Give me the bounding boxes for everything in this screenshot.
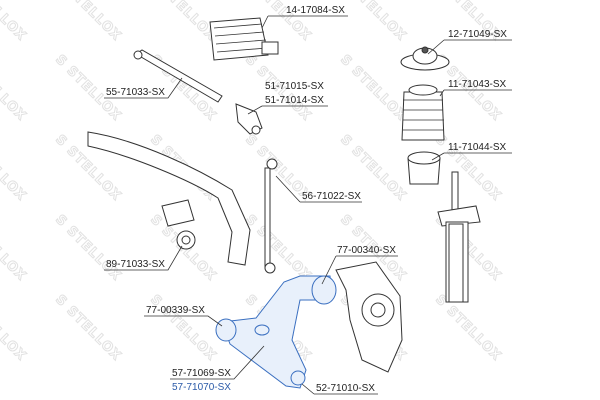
- watermark-text: S STELLOX: [0, 52, 29, 124]
- stabilizer-bushing: [161, 199, 196, 250]
- steering-boot: [209, 17, 279, 61]
- watermark-text: S STELLOX: [0, 0, 29, 44]
- watermark-text: S STELLOX: [337, 0, 409, 44]
- watermark-text: S STELLOX: [147, 292, 219, 364]
- bump-stop: [407, 151, 441, 185]
- label-14-17084: 14-17084-SX: [286, 5, 345, 16]
- label-77-00339: 77-00339-SX: [146, 305, 205, 316]
- label-57-71069: 57-71069-SX: [172, 368, 231, 379]
- watermark-text: S STELLOX: [0, 292, 29, 364]
- strut-mount: [400, 46, 450, 71]
- label-56-71022: 56-71022-SX: [302, 191, 361, 202]
- label-51-71014: 51-71014-SX: [265, 95, 324, 106]
- stabilizer-bar: [87, 131, 251, 266]
- watermark-text: S STELLOX: [147, 0, 219, 44]
- leader-lines: [104, 15, 512, 395]
- label-57-71070: 57-71070-SX: [172, 382, 231, 393]
- label-77-00340: 77-00340-SX: [337, 245, 396, 256]
- label-52-71010: 52-71010-SX: [316, 383, 375, 394]
- steering-knuckle: [335, 261, 403, 373]
- watermark-text: S STELLOX: [242, 212, 314, 284]
- stabilizer-link: [264, 158, 278, 274]
- lower-control-arm: [215, 275, 337, 389]
- watermark-text: S STELLOX: [52, 0, 124, 44]
- label-89-71033: 89-71033-SX: [106, 259, 165, 270]
- watermark-text: S STELLOX: [52, 212, 124, 284]
- watermark-text: S STELLOX: [432, 292, 504, 364]
- shock-absorber: [437, 171, 481, 303]
- watermark-text: S STELLOX: [337, 52, 409, 124]
- tie-rod-end: [235, 103, 263, 135]
- label-11-71043: 11-71043-SX: [448, 79, 507, 90]
- watermark-text: S STELLOX: [0, 212, 29, 284]
- label-11-71044: 11-71044-SX: [448, 142, 507, 153]
- watermark-text: S STELLOX: [52, 292, 124, 364]
- watermark-text: S STELLOX: [0, 132, 29, 204]
- dust-cover: [401, 84, 445, 141]
- tie-rod: [133, 49, 223, 103]
- label-12-71049: 12-71049-SX: [448, 29, 507, 40]
- label-51-71015: 51-71015-SX: [265, 81, 324, 92]
- label-55-71033: 55-71033-SX: [106, 87, 165, 98]
